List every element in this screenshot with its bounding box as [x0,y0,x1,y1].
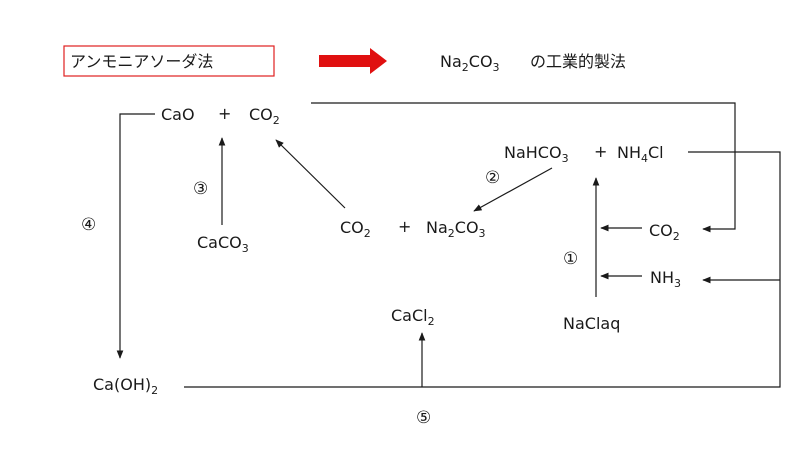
node-na2co3: Na2CO3 [426,218,486,240]
step-4: ④ [81,215,96,235]
node-co2-top: CO2 [249,105,280,127]
node-nh3: NH3 [650,268,681,290]
arrow-co2-recycle [275,139,346,209]
connector-nh4cl-loop [184,151,781,388]
title-box [63,45,275,77]
red-arrow-icon [319,48,387,74]
node-co2-mid: CO2 [340,218,371,240]
title-formula-na2co3: Na2CO3 [440,52,500,74]
node-caoh2: Ca(OH)2 [93,375,158,397]
node-cao: CaO [161,105,195,124]
node-nahco3: NaHCO3 [504,143,569,165]
step-2: ② [485,168,500,188]
step-1: ① [563,249,578,269]
plus-sign-top: + [218,104,231,123]
node-nh4cl: NH4Cl [617,143,664,165]
step-3: ③ [193,179,208,199]
plus-sign-right: + [594,142,607,161]
plus-sign-mid: + [398,217,411,236]
node-naclaq: NaClaq [563,314,620,333]
title-suffix: の工業的製法 [530,52,626,71]
node-caco3: CaCO3 [197,233,249,255]
title-label: アンモニアソーダ法 [70,52,213,71]
connector-co2-loop [311,102,736,233]
arrow-nahco3-decompose [473,167,553,212]
arrow-cao-to-caoh2 [116,113,155,359]
node-cacl2: CaCl2 [391,306,435,328]
step-5: ⑤ [416,408,431,428]
node-co2-right: CO2 [649,221,680,243]
